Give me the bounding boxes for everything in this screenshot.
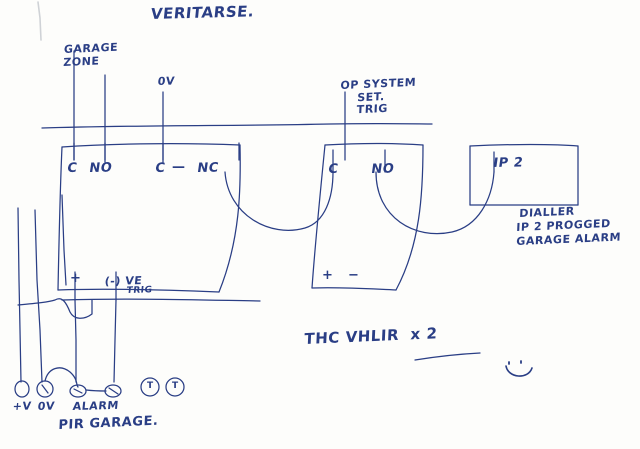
wire-alarm-link bbox=[85, 389, 107, 392]
pir-label-alarm: ALARM bbox=[72, 398, 120, 414]
wire-bottom-rail bbox=[61, 298, 261, 302]
wire-negve-down bbox=[113, 299, 117, 383]
center-note-underline bbox=[414, 352, 481, 361]
terminal-slash-0v bbox=[41, 384, 49, 394]
pir-terminal-plusv bbox=[14, 380, 30, 398]
panel-terminal-c: C bbox=[66, 160, 79, 177]
wire-plus-down bbox=[74, 299, 77, 383]
dialler-input-ip2: IP 2 bbox=[492, 155, 525, 172]
relay-plus-terminal: + bbox=[322, 268, 334, 283]
wire-nc-to-relay-c bbox=[224, 171, 334, 231]
relay-box-top bbox=[324, 142, 424, 146]
panel-trig-label: TRIG bbox=[126, 285, 153, 297]
pir-label-0v: 0V bbox=[37, 399, 56, 414]
wire-pir-0v-long bbox=[34, 209, 43, 383]
wire-pir-plusv bbox=[17, 207, 22, 383]
dialler-box-top bbox=[469, 143, 579, 147]
pir-label-plus-v: +V bbox=[12, 399, 33, 414]
panel-box-left bbox=[57, 146, 63, 291]
pir-tamper-b bbox=[165, 377, 185, 397]
terminal-slash-alarm-b bbox=[108, 387, 119, 395]
panel-box-right bbox=[218, 144, 241, 293]
panel-terminal-c2: C bbox=[154, 160, 167, 177]
relay-box-left bbox=[311, 144, 326, 289]
relay-minus-terminal: − bbox=[348, 268, 360, 283]
garage-zone-label: GARAGE ZONE bbox=[63, 40, 119, 69]
panel-terminal-no: NO bbox=[88, 160, 114, 177]
relay-terminal-c: C bbox=[327, 161, 340, 178]
relay-terminal-no: NO bbox=[370, 161, 396, 178]
paper-edge-left bbox=[37, 1, 42, 41]
wire-0v-loop-to-alarm bbox=[44, 367, 79, 388]
panel-terminal-nc: NC bbox=[196, 160, 220, 177]
wire-relayno-to-ip2 bbox=[375, 171, 495, 235]
zero-volt-label: 0V bbox=[157, 74, 176, 89]
panel-terminal-link-dash: — bbox=[172, 160, 186, 175]
relay-box-right bbox=[395, 144, 424, 291]
panel-plus-terminal-label: + bbox=[70, 271, 82, 286]
panel-box-top bbox=[61, 143, 241, 148]
smiley-mouth bbox=[505, 365, 533, 377]
panel-box-bottom bbox=[57, 288, 220, 293]
wire-pir-third bbox=[61, 194, 67, 286]
pir-tamper-label-a: T bbox=[147, 381, 154, 391]
pir-terminal-alarm-a bbox=[69, 384, 87, 398]
op-system-set-trig-label: OP SYSTEM SET. TRIG bbox=[339, 75, 417, 118]
pir-tamper-a bbox=[140, 377, 160, 397]
pir-tamper-label-b: T bbox=[172, 381, 179, 391]
relay-box-bottom bbox=[311, 287, 397, 291]
top-bus-line bbox=[41, 122, 433, 129]
wire-jumper-kink bbox=[17, 298, 93, 319]
page-title: VERITARSE. bbox=[150, 2, 256, 24]
terminal-slash-alarm-a bbox=[73, 388, 83, 394]
